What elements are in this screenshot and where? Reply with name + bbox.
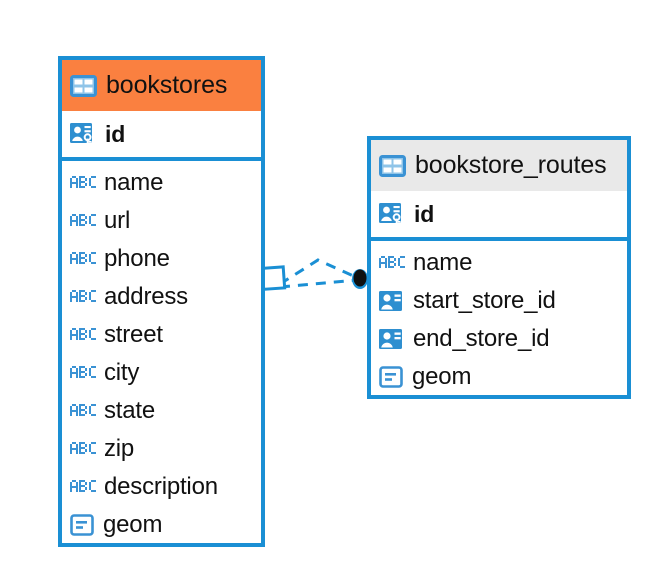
field-row-geom[interactable]: geom [62, 506, 261, 544]
field-row-geom[interactable]: geom [371, 358, 627, 396]
field-row-city[interactable]: city [62, 354, 261, 392]
field-row-id[interactable]: id [62, 111, 261, 157]
abc-text-icon [70, 404, 96, 418]
field-label-geom: geom [103, 511, 163, 538]
primary-key-section-bookstore-routes: id [371, 191, 627, 241]
abc-text-icon [70, 480, 96, 494]
abc-text-icon [379, 256, 405, 270]
geometry-icon [379, 365, 404, 389]
field-row-id[interactable]: id [371, 191, 627, 237]
filled-circle-icon [352, 269, 368, 289]
field-label-zip: zip [104, 435, 135, 462]
field-label-id: id [105, 120, 126, 147]
geometry-icon [70, 513, 95, 537]
field-label-name: name [104, 169, 164, 196]
fields-section-bookstores: name u [62, 161, 261, 544]
entity-title-bookstores: bookstores [106, 71, 228, 99]
abc-text-icon [70, 214, 96, 228]
field-label-id: id [414, 200, 435, 227]
field-row-street[interactable]: street [62, 316, 261, 354]
field-row-state[interactable]: state [62, 392, 261, 430]
relationship-branch-lower [279, 278, 359, 289]
field-label-address: address [104, 283, 188, 310]
primary-key-icon [70, 122, 97, 147]
abc-text-icon [70, 366, 96, 380]
fields-section-bookstore-routes: name start_store_id [371, 241, 627, 396]
field-label-name: name [413, 249, 473, 276]
field-label-start-store-id: start_store_id [413, 287, 556, 314]
entity-header-bookstore-routes[interactable]: bookstore_routes [371, 140, 627, 191]
field-row-zip[interactable]: zip [62, 430, 261, 468]
relationship-branch-upper [279, 258, 359, 286]
abc-text-icon [70, 176, 96, 190]
abc-text-icon [70, 442, 96, 456]
field-label-description: description [104, 473, 218, 500]
field-row-phone[interactable]: phone [62, 240, 261, 278]
field-label-phone: phone [104, 245, 170, 272]
field-label-geom: geom [412, 363, 472, 390]
field-row-name[interactable]: name [371, 244, 627, 282]
foreign-key-icon [379, 328, 405, 350]
field-label-street: street [104, 321, 163, 348]
field-label-end-store-id: end_store_id [413, 325, 550, 352]
field-row-start-store-id[interactable]: start_store_id [371, 282, 627, 320]
abc-text-icon [70, 328, 96, 342]
relationship-connector[interactable] [255, 240, 380, 320]
field-label-url: url [104, 207, 131, 234]
field-row-description[interactable]: description [62, 468, 261, 506]
field-row-url[interactable]: url [62, 202, 261, 240]
primary-key-section-bookstores: id [62, 111, 261, 161]
foreign-key-icon [379, 290, 405, 312]
table-icon [379, 154, 406, 177]
primary-key-icon [379, 202, 406, 227]
field-row-end-store-id[interactable]: end_store_id [371, 320, 627, 358]
abc-text-icon [70, 290, 96, 304]
field-row-name[interactable]: name [62, 164, 261, 202]
entity-bookstore-routes[interactable]: bookstore_routes id [367, 136, 631, 399]
entity-bookstores[interactable]: bookstores id [58, 56, 265, 547]
table-icon [70, 74, 97, 97]
field-label-state: state [104, 397, 156, 424]
field-label-city: city [104, 359, 140, 386]
abc-text-icon [70, 252, 96, 266]
entity-title-bookstore-routes: bookstore_routes [415, 151, 607, 179]
entity-header-bookstores[interactable]: bookstores [62, 60, 261, 111]
field-row-address[interactable]: address [62, 278, 261, 316]
